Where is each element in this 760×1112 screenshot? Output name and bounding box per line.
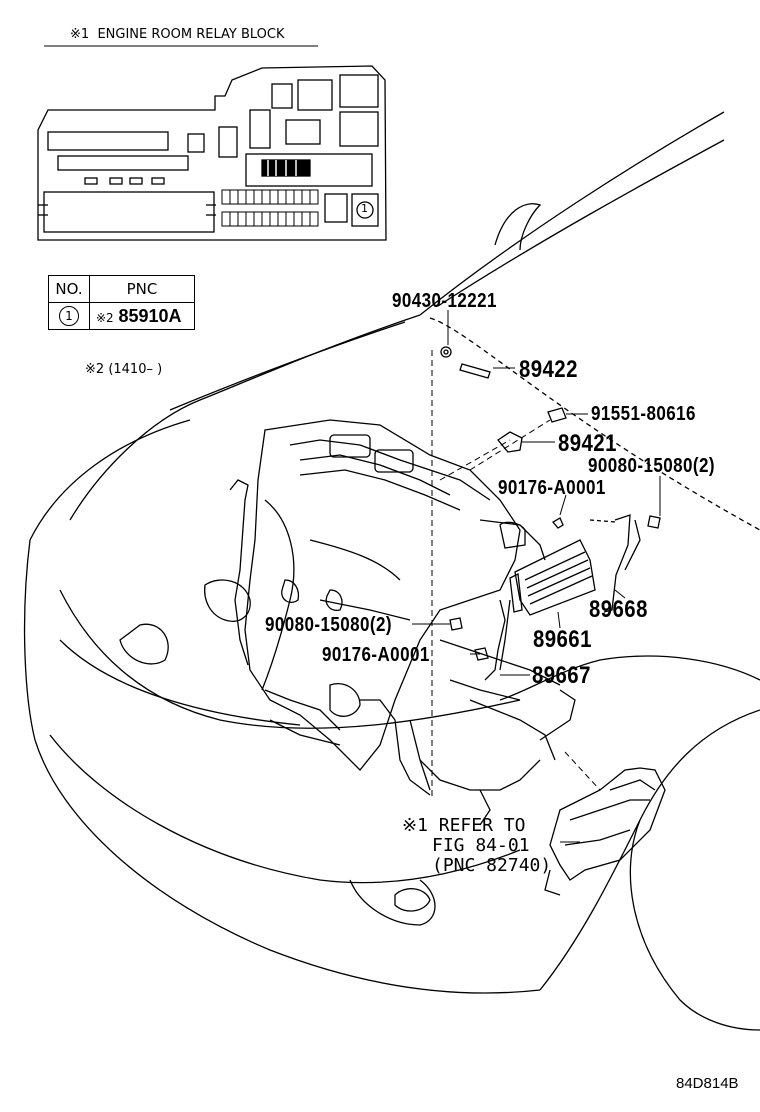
leader-lines (412, 310, 661, 843)
footnote-mark: ※2 (85, 362, 105, 377)
engine-block (204, 419, 576, 826)
callout-circle: 1 (59, 306, 79, 326)
row-no-cell: 1 (48, 302, 90, 330)
part-label: 91551-80616 (591, 403, 696, 425)
part-label: 90080-15080(2) (588, 455, 715, 477)
footnote-text: (1410– ) (108, 362, 163, 377)
part-label: 89667 (532, 662, 591, 689)
relay-bracket (544, 767, 666, 896)
row-pnc-cell: ※2 85910A (89, 302, 195, 330)
table-row: 1 ※2 85910A (48, 302, 195, 330)
refer-note-line3: (PNC 82740) (432, 855, 552, 876)
part-label: 90176-A0001 (322, 644, 430, 666)
pnc-table: NO. PNC 1 ※2 85910A (48, 275, 195, 330)
col-pnc-header: PNC (89, 275, 195, 303)
part-label: 90176-A0001 (498, 477, 606, 499)
relay-block-title: ※1 ENGINE ROOM RELAY BLOCK (70, 27, 284, 42)
part-label: 90080-15080(2) (265, 614, 392, 636)
refer-note-line1: ※1 REFER TO (402, 815, 526, 836)
ecu-assembly (440, 346, 661, 681)
refer-note-line2: FIG 84-01 (432, 835, 530, 856)
figure-code: 84D814B (676, 1075, 739, 1092)
car-body-outline (23, 111, 760, 1031)
part-label: 89421 (558, 430, 617, 457)
part-label: 90430-12221 (392, 290, 497, 312)
part-label: 89661 (533, 626, 592, 653)
part-label: 89422 (519, 356, 578, 383)
relay-block-callout: 1 (361, 202, 368, 215)
row-pnc-value: 85910A (118, 305, 182, 326)
note-mark: ※1 (70, 27, 90, 42)
col-no-header: NO. (48, 275, 90, 303)
row-note-mark: ※2 (96, 310, 114, 325)
relay-block-drawing (37, 45, 387, 241)
relay-block-title-text: ENGINE ROOM RELAY BLOCK (97, 27, 285, 42)
footnote: ※2 (1410– ) (85, 362, 162, 377)
part-label: 89668 (589, 596, 648, 623)
